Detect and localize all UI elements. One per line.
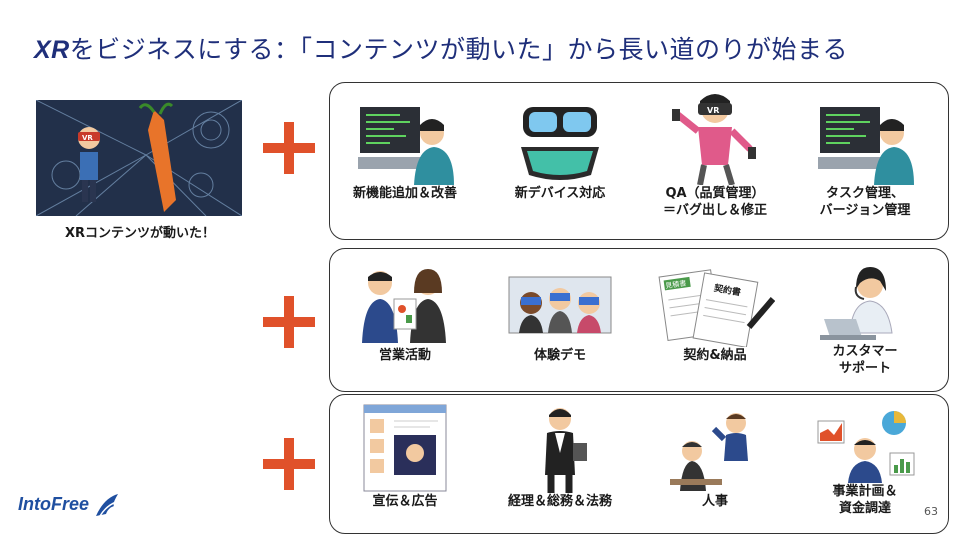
item-label: 体験デモ (533, 348, 586, 363)
item-label: 新デバイス対応 (514, 186, 606, 201)
row2-item-4: カスタマー サポート (795, 259, 935, 377)
business-planning-icon (817, 411, 915, 483)
vr-text: VR (707, 106, 719, 115)
page-number: 63 (924, 505, 938, 518)
estimate-title: 見積書 (665, 278, 687, 290)
logo-text: IntoFree (18, 493, 90, 514)
item-label: 契約&納品 (683, 348, 747, 363)
sales-panel: 営業活動 体験デモ 見積書 契約書 契約&納品 (329, 248, 949, 392)
vr-demo-icon (508, 276, 612, 334)
row2-item-2: 体験デモ (490, 263, 630, 364)
row2-item-1: 営業活動 (335, 263, 475, 364)
intofree-logo: IntoFree (18, 492, 120, 518)
item-label: 人事 (701, 494, 728, 509)
contract-icon: 見積書 契約書 (658, 269, 775, 347)
row3-item-4: 事業計画＆ 資金調達 (795, 401, 935, 517)
plus-icon (263, 438, 315, 490)
programmer-icon (818, 107, 914, 185)
wing-icon (96, 494, 119, 517)
item-label: QA（品質管理） ＝バグ出し＆修正 (662, 186, 767, 218)
row1-item-4: タスク管理、 バージョン管理 (795, 95, 935, 219)
row3-item-2: 経理＆総務＆法務 (490, 401, 630, 510)
row2-item-3: 見積書 契約書 契約&納品 (645, 263, 785, 364)
hr-interview-icon (670, 413, 748, 491)
vr-goggles-icon (521, 107, 599, 180)
office-clerk-icon (545, 408, 587, 493)
row3-item-3: 人事 (645, 401, 785, 510)
row3-item-1: 宣伝＆広告 (335, 401, 475, 510)
row1-item-1: 新機能追加＆改善 (335, 95, 475, 202)
development-panel: 新機能追加＆改善 新デバイス対応 VR QA（品質管理） ＝バグ出し＆修正 (329, 82, 949, 240)
item-label: 宣伝＆広告 (372, 494, 438, 509)
support-operator-icon (820, 267, 893, 340)
business-meeting-icon (362, 269, 446, 343)
title-text: をビジネスにする：「コンテンツが動いた」から長い道のりが始まる (69, 35, 848, 64)
title-brand: XR (34, 36, 70, 64)
plus-icon (263, 296, 315, 348)
item-label: 新機能追加＆改善 (352, 186, 457, 201)
item-label: 営業活動 (378, 348, 431, 363)
hero-vr-text: VR (82, 134, 93, 142)
programmer-icon (358, 107, 454, 185)
item-label: タスク管理、 バージョン管理 (819, 186, 911, 218)
row1-item-3: VR QA（品質管理） ＝バグ出し＆修正 (645, 87, 785, 219)
slide-title: XRをビジネスにする：「コンテンツが動いた」から長い道のりが始まる (34, 30, 848, 66)
operations-panel: 宣伝＆広告 経理＆総務＆法務 人事 (329, 394, 949, 534)
vr-player-icon: VR (672, 94, 756, 185)
hero-caption: XRコンテンツが動いた！ (64, 226, 216, 241)
hero-image: VR (36, 100, 242, 216)
row1-item-2: 新デバイス対応 (490, 95, 630, 202)
item-label: カスタマー サポート (832, 344, 898, 376)
item-label: 事業計画＆ 資金調達 (832, 484, 898, 516)
item-label: 経理＆総務＆法務 (507, 494, 612, 509)
web-ad-icon (363, 404, 447, 492)
plus-icon (263, 122, 315, 174)
